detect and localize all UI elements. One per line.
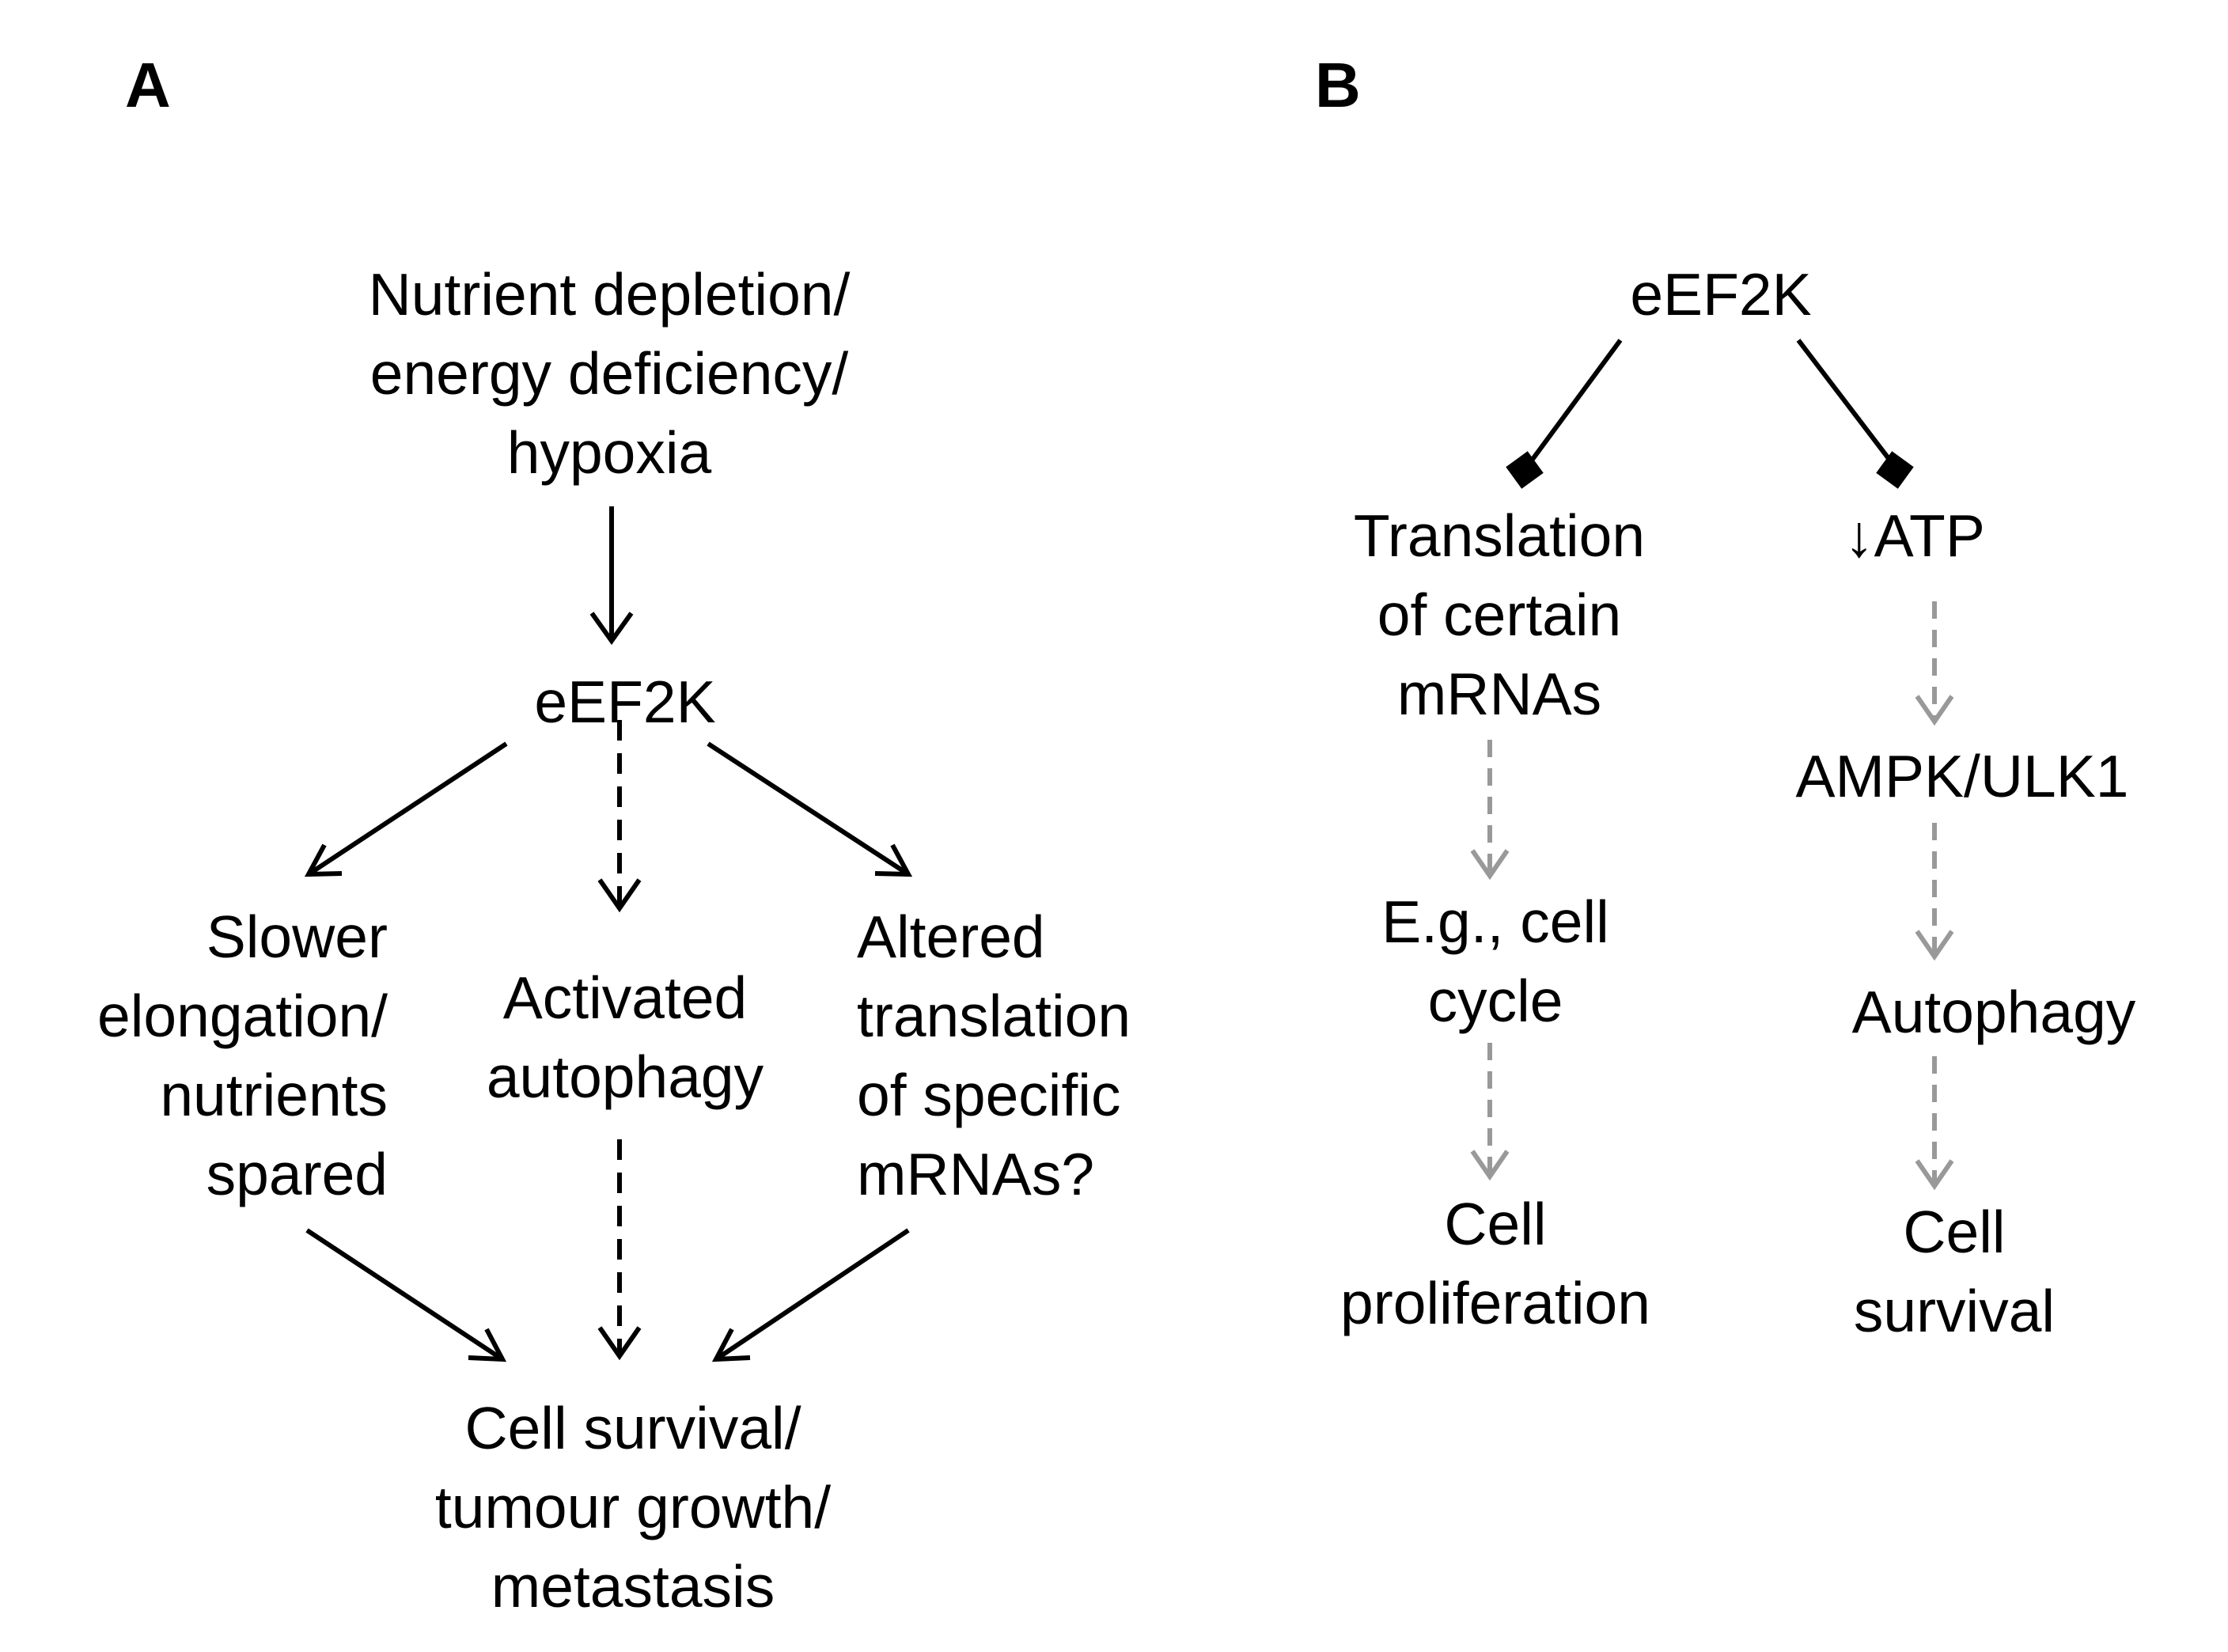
a-node-outcome: Cell survival/ tumour growth/ metastasis <box>348 1389 918 1626</box>
a-eef2k-label: eEF2K <box>534 669 716 735</box>
a-stress-line-1: Nutrient depletion/ <box>368 261 851 328</box>
b-edge-atp-to-ampk <box>1915 601 1954 726</box>
panel-a-label: A <box>125 50 171 120</box>
a-edge-eef2k-to-autophagy <box>597 720 642 913</box>
b-cellcycle-line-2: cycle <box>1427 968 1563 1034</box>
b-node-ampk-ulk1: AMPK/ULK1 <box>1741 737 2184 816</box>
a-slower-line-4: spared <box>206 1141 388 1207</box>
panel-b-label: B <box>1315 50 1361 120</box>
a-outcome-line-2: tumour growth/ <box>434 1474 832 1540</box>
b-ampk-label: AMPK/ULK1 <box>1795 743 2129 809</box>
a-outcome-line-1: Cell survival/ <box>464 1395 801 1461</box>
a-altered-line-1: Altered <box>857 904 1045 970</box>
a-node-activated-autophagy: Activated autophagy <box>443 958 807 1116</box>
b-edge-eef2k-inhibits-atp <box>1796 339 1914 489</box>
a-stress-line-3: hypoxia <box>506 419 712 486</box>
a-edge-autophagy-to-outcome <box>597 1139 642 1361</box>
a-node-eef2k: eEF2K <box>443 662 807 741</box>
a-stress-line-2: energy deficiency/ <box>369 340 849 407</box>
b-edge-eef2k-inhibits-translation <box>1506 339 1623 489</box>
b-node-cell-proliferation: Cell proliferation <box>1266 1184 1725 1343</box>
b-cellcycle-line-1: E.g., cell <box>1381 889 1609 955</box>
a-altered-line-2: translation <box>857 983 1131 1049</box>
a-altered-line-4: mRNAs? <box>857 1141 1095 1207</box>
a-autophagy-line-2: autophagy <box>486 1044 764 1110</box>
a-edge-stress-to-eef2k <box>589 506 634 646</box>
a-edge-eef2k-to-slower <box>304 741 508 877</box>
b-survival-line-1: Cell <box>1903 1199 2006 1265</box>
a-node-slower-elongation: Slower elongation/ nutrients spared <box>32 897 388 1214</box>
b-translation-line-3: mRNAs <box>1396 661 1602 727</box>
a-autophagy-line-1: Activated <box>502 964 748 1031</box>
b-proliferation-line-2: proliferation <box>1340 1270 1650 1336</box>
a-slower-line-1: Slower <box>206 904 388 970</box>
b-edge-translation-to-cellcycle <box>1470 740 1510 881</box>
b-proliferation-line-1: Cell <box>1444 1191 1547 1257</box>
b-edge-cellcycle-to-proliferation <box>1470 1043 1510 1181</box>
b-node-translation: Translation of certain mRNAs <box>1282 496 1717 733</box>
b-edge-ampk-to-autophagy <box>1915 823 1954 961</box>
a-edge-altered-to-outcome <box>711 1228 910 1362</box>
a-edge-eef2k-to-altered <box>707 741 913 877</box>
a-node-stress: Nutrient depletion/ energy deficiency/ h… <box>293 255 926 492</box>
b-edge-autophagy-to-survival <box>1915 1056 1954 1191</box>
a-outcome-line-3: metastasis <box>491 1553 775 1620</box>
b-node-cell-cycle: E.g., cell cycle <box>1305 882 1685 1040</box>
b-node-autophagy: Autophagy <box>1772 972 2215 1051</box>
b-eef2k-label: eEF2K <box>1630 261 1812 328</box>
a-slower-line-3: nutrients <box>160 1062 388 1128</box>
b-autophagy-label: Autophagy <box>1851 979 2136 1045</box>
b-node-cell-survival: Cell survival <box>1788 1192 2120 1351</box>
a-altered-line-3: of specific <box>857 1062 1121 1128</box>
b-survival-line-2: survival <box>1853 1278 2056 1344</box>
b-translation-line-2: of certain <box>1377 582 1622 648</box>
a-edge-slower-to-outcome <box>305 1228 507 1362</box>
b-atp-label: ↓ATP <box>1844 502 1985 569</box>
a-node-altered-translation: Altered translation of specific mRNAs? <box>857 897 1205 1214</box>
a-slower-line-2: elongation/ <box>97 983 388 1049</box>
b-translation-line-1: Translation <box>1353 502 1646 569</box>
b-node-atp: ↓ATP <box>1772 496 2057 575</box>
b-node-eef2k: eEF2K <box>1555 255 1887 334</box>
